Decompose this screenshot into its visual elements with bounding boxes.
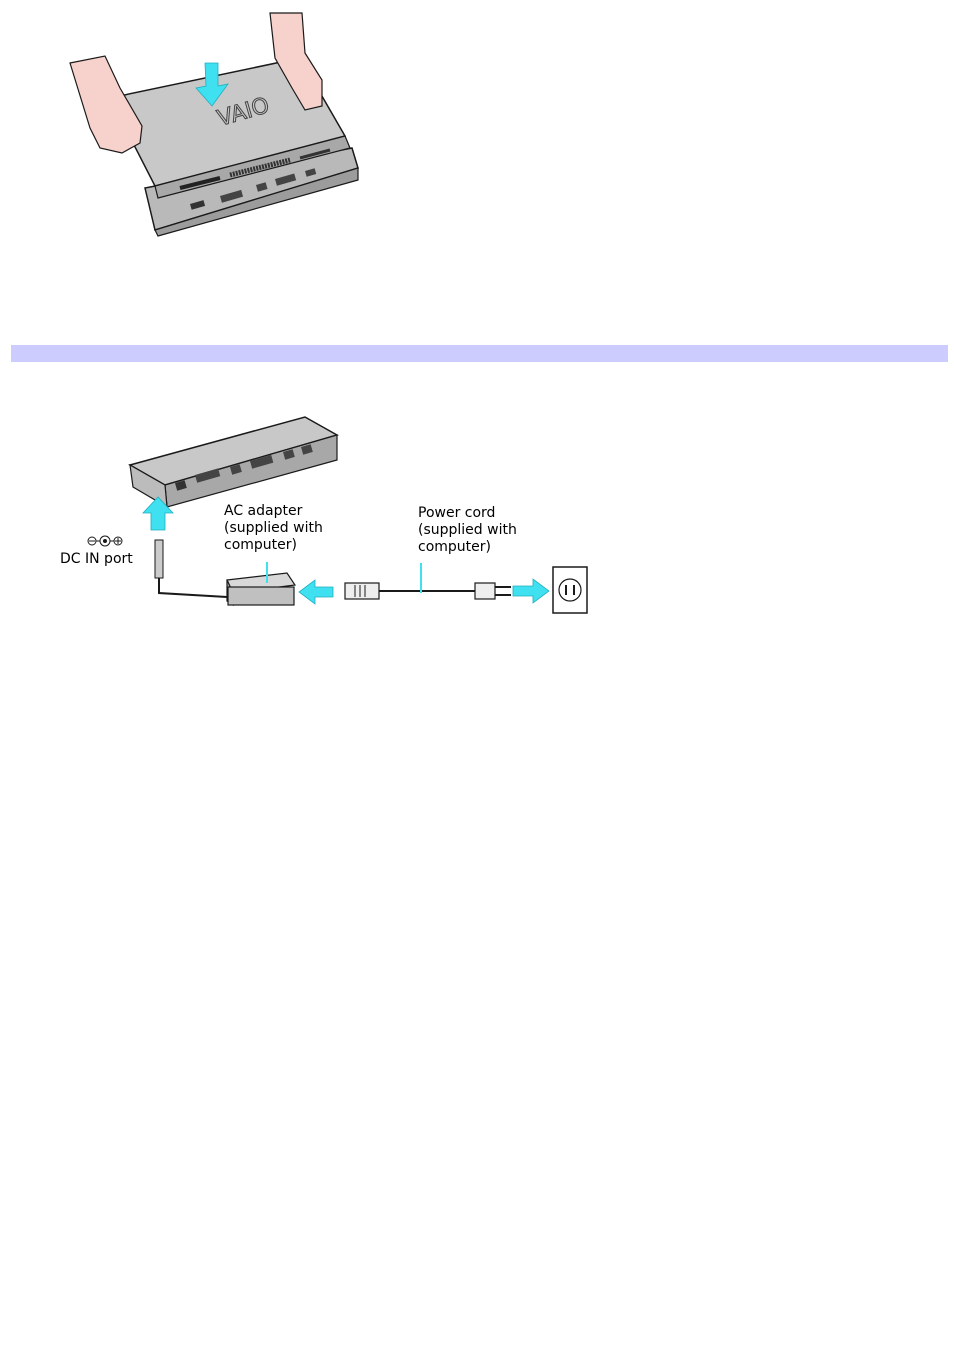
power-cord-label: Power cord (supplied with computer) xyxy=(418,505,538,556)
port-replicator xyxy=(130,417,337,507)
wall-plug xyxy=(475,583,495,599)
section-divider-bar xyxy=(11,345,948,362)
power-cord-label-line: (supplied with xyxy=(418,522,538,539)
dc-plug xyxy=(155,540,163,578)
ac-adapter-label: AC adapter (supplied with computer) xyxy=(224,503,344,554)
ac-adapter-label-line: AC adapter xyxy=(224,503,344,520)
dc-in-port-label: DC IN port xyxy=(60,551,133,568)
cord-connector xyxy=(345,583,379,599)
docking-illustration: VAIO xyxy=(60,8,370,243)
power-cord-label-line: computer) xyxy=(418,539,538,556)
right-arrow-icon xyxy=(513,579,549,603)
ac-adapter xyxy=(227,562,295,605)
left-arrow-icon xyxy=(299,580,333,604)
dc-polarity-icon xyxy=(86,534,126,548)
ac-adapter-label-line: (supplied with xyxy=(224,520,344,537)
ac-adapter-label-line: computer) xyxy=(224,537,344,554)
power-cord-label-line: Power cord xyxy=(418,505,538,522)
wall-outlet-icon xyxy=(553,567,587,613)
